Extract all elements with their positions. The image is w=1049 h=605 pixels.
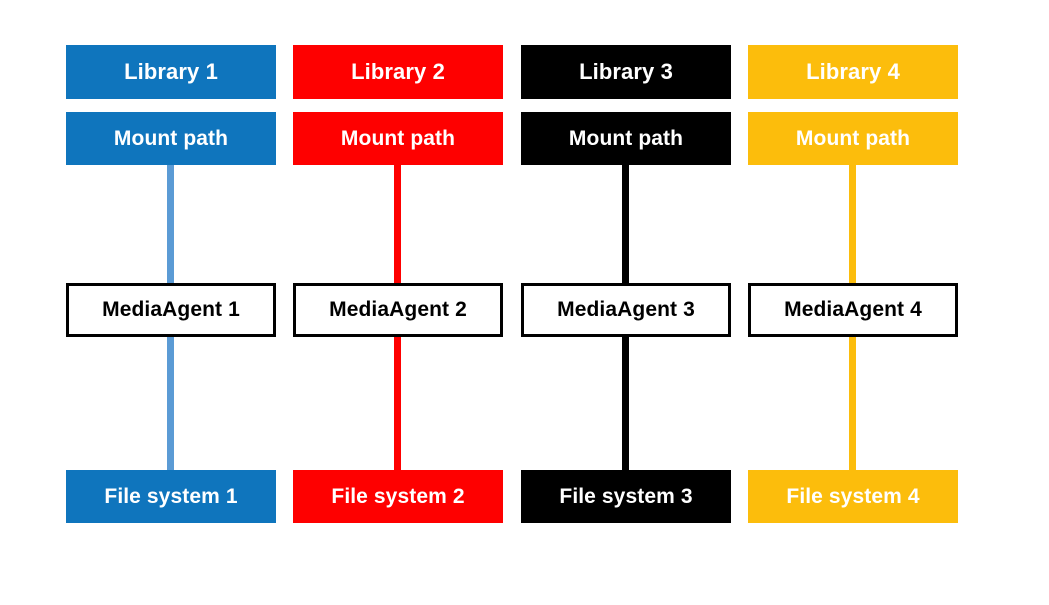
library-box-1: Library 1 [66,45,276,99]
file-system-box-3: File system 3 [521,470,731,523]
library-box-3: Library 3 [521,45,731,99]
mediaagent-box-4: MediaAgent 4 [748,283,958,337]
file-system-box-1: File system 1 [66,470,276,523]
mount-path-box-1: Mount path [66,112,276,165]
mediaagent-box-2: MediaAgent 2 [293,283,503,337]
file-system-box-4: File system 4 [748,470,958,523]
mount-path-box-4: Mount path [748,112,958,165]
mediaagent-box-1: MediaAgent 1 [66,283,276,337]
library-box-4: Library 4 [748,45,958,99]
mount-path-box-2: Mount path [293,112,503,165]
mount-path-box-3: Mount path [521,112,731,165]
mediaagent-box-3: MediaAgent 3 [521,283,731,337]
library-box-2: Library 2 [293,45,503,99]
file-system-box-2: File system 2 [293,470,503,523]
